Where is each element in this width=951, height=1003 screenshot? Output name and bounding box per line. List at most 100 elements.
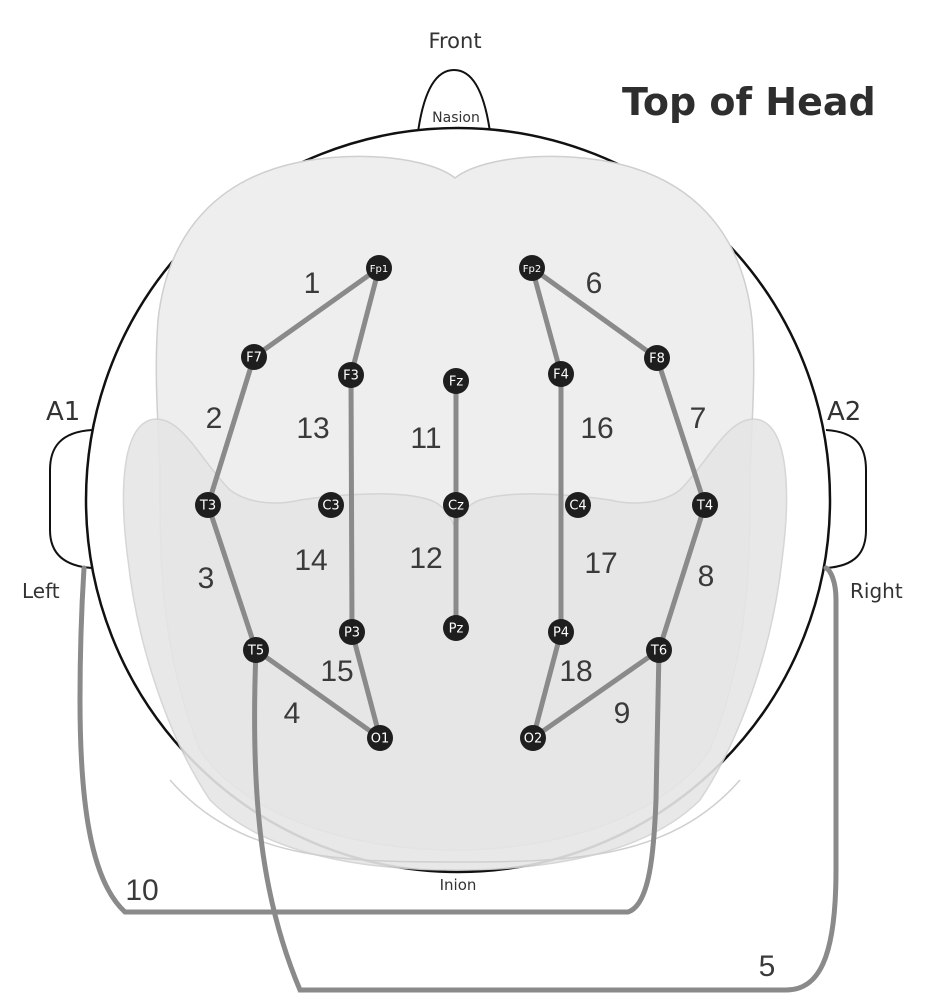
electrode-dot	[243, 637, 269, 663]
page-title: Top of Head	[622, 80, 876, 124]
electrode-dot	[318, 492, 344, 518]
channel-number-15: 15	[320, 655, 353, 688]
front-label: Front	[428, 29, 481, 53]
right-label: Right	[850, 579, 903, 603]
electrode-f4: F4	[548, 361, 574, 387]
electrode-label: T6	[650, 644, 667, 659]
electrode-label: F3	[343, 369, 359, 384]
electrode-dot	[339, 619, 365, 645]
link-2	[205, 354, 257, 508]
electrode-t5: T5	[243, 637, 269, 663]
electrode-label: Fz	[449, 375, 463, 390]
link-15	[349, 629, 383, 741]
nose	[417, 68, 491, 133]
channel-number-10: 10	[125, 874, 158, 907]
channel-links	[77, 265, 839, 993]
electrode-label: C4	[569, 499, 586, 514]
electrode-label: Fp2	[523, 264, 541, 275]
electrode-label: T5	[247, 644, 264, 659]
electrode-dot	[443, 368, 469, 394]
electrode-dot	[565, 492, 591, 518]
electrode-dot	[646, 637, 672, 663]
electrode-f7: F7	[241, 344, 267, 370]
link-10	[77, 565, 662, 915]
channel-number-12: 12	[409, 542, 442, 575]
electrode-dot	[241, 344, 267, 370]
electrode-dot	[519, 255, 545, 281]
electrode-dot	[338, 362, 364, 388]
link-4	[253, 647, 383, 741]
electrode-label: O2	[524, 732, 543, 747]
electrode-dot	[367, 725, 393, 751]
electrode-label: F4	[553, 368, 569, 383]
electrode-p4: P4	[548, 619, 574, 645]
electrode-dot	[692, 492, 718, 518]
channel-number-7: 7	[690, 402, 707, 435]
channel-number-9: 9	[614, 697, 631, 730]
electrode-label: P4	[553, 626, 569, 641]
electrode-fz: Fz	[443, 368, 469, 394]
brain-lower-lobes	[122, 418, 788, 871]
electrode-dot	[443, 615, 469, 641]
left-ear	[49, 429, 93, 569]
electrode-dot	[548, 361, 574, 387]
electrode-dot	[644, 345, 670, 371]
channel-number-4: 4	[284, 697, 301, 730]
electrode-dot	[443, 492, 469, 518]
channel-number-17: 17	[584, 547, 617, 580]
electrode-label: P3	[344, 626, 360, 641]
link-14	[348, 372, 355, 635]
channel-number-8: 8	[698, 560, 715, 593]
right-ear	[825, 429, 867, 569]
inion-label: Inion	[440, 876, 477, 894]
electrode-dot	[366, 255, 392, 281]
channel-number-2: 2	[206, 402, 223, 435]
link-5	[252, 565, 839, 993]
link-13	[348, 265, 382, 378]
electrode-dot	[195, 492, 221, 518]
electrode-t3: T3	[195, 492, 221, 518]
link-9	[530, 647, 662, 741]
electrode-label: Pz	[449, 622, 464, 637]
channel-number-13: 13	[296, 412, 329, 445]
electrode-label: Fp1	[370, 264, 388, 275]
electrode-label: F8	[649, 352, 665, 367]
channel-number-18: 18	[559, 655, 592, 688]
left-label: Left	[22, 579, 60, 603]
electrode-label: T4	[696, 499, 713, 514]
electrode-label: F7	[246, 351, 262, 366]
electrode-c4: C4	[565, 492, 591, 518]
link-3	[205, 502, 259, 653]
channel-number-6: 6	[586, 267, 603, 300]
link-18	[530, 629, 564, 741]
electrode-t4: T4	[692, 492, 718, 518]
channel-number-11: 11	[410, 422, 441, 455]
electrode-o1: O1	[367, 725, 393, 751]
electrode-o2: O2	[520, 725, 546, 751]
link-1	[251, 265, 382, 360]
a1-label: A1	[46, 397, 80, 427]
electrode-fp1: Fp1	[366, 255, 392, 281]
electrode-dot	[520, 725, 546, 751]
a2-label: A2	[827, 397, 861, 427]
electrode-p3: P3	[339, 619, 365, 645]
electrode-f3: F3	[338, 362, 364, 388]
electrode-pz: Pz	[443, 615, 469, 641]
electrode-cz: Cz	[443, 492, 469, 518]
electrode-fp2: Fp2	[519, 255, 545, 281]
electrode-f8: F8	[644, 345, 670, 371]
channel-number-16: 16	[580, 412, 613, 445]
electrode-t6: T6	[646, 637, 672, 663]
electrode-label: T3	[199, 499, 216, 514]
electrode-c3: C3	[318, 492, 344, 518]
electrode-dot	[548, 619, 574, 645]
link-7	[654, 355, 708, 508]
channel-number-5: 5	[759, 950, 776, 983]
nasion-label: Nasion	[432, 110, 480, 126]
electrode-label: Cz	[448, 499, 464, 514]
channel-number-1: 1	[304, 267, 321, 300]
